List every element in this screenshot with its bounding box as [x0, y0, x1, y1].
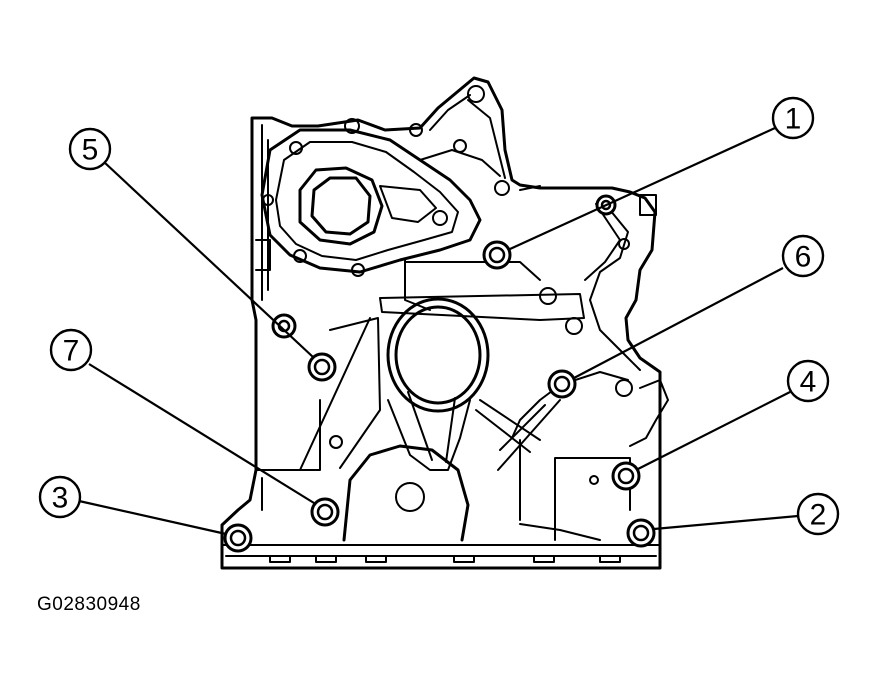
bolt-4	[611, 461, 641, 491]
leader-7	[88, 363, 315, 504]
callout-4-label: 4	[800, 366, 817, 399]
bolt-6	[547, 369, 577, 399]
callout-7: 7	[49, 328, 93, 372]
bolt-5	[307, 352, 337, 382]
callout-5-label: 5	[82, 134, 99, 167]
callout-4: 4	[786, 359, 830, 403]
leader-2	[653, 514, 799, 531]
callout-3: 3	[38, 475, 82, 519]
callout-5: 5	[68, 127, 112, 171]
bolt-1	[482, 240, 512, 270]
leader-3	[78, 499, 227, 536]
callout-6: 6	[781, 234, 825, 278]
leader-6	[573, 267, 784, 379]
bolt-2	[626, 518, 656, 548]
leader-1	[509, 126, 776, 251]
callout-2: 2	[796, 492, 840, 536]
callouts: 1 2 3 4 5 6 7	[38, 96, 840, 536]
leader-5	[103, 161, 314, 358]
leader-4	[637, 391, 791, 470]
water-pump-housing	[260, 85, 510, 277]
bolt-extra-left	[271, 313, 297, 339]
callout-1: 1	[771, 96, 815, 140]
callout-3-label: 3	[52, 482, 69, 515]
leader-lines	[78, 126, 799, 536]
callout-2-label: 2	[810, 499, 827, 532]
bolt-3	[223, 523, 253, 553]
callout-7-label: 7	[63, 335, 80, 368]
callout-1-label: 1	[785, 103, 802, 136]
callout-6-label: 6	[795, 241, 812, 274]
bolts	[223, 194, 656, 553]
figure-code: G02830948	[37, 594, 141, 615]
crank-seal-bore	[299, 259, 585, 542]
bolt-7	[310, 497, 340, 527]
